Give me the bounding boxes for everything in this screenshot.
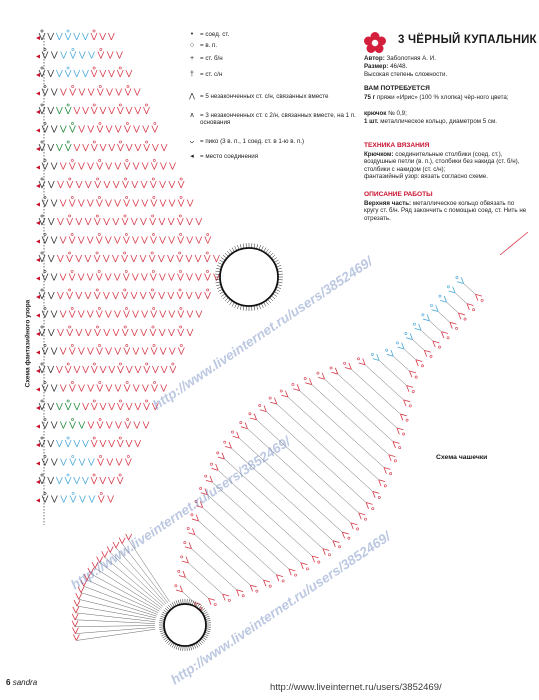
- double-crochet-icon: †: [190, 71, 194, 78]
- fantasy-pattern-chart: [36, 29, 220, 525]
- page-title: 3 ЧЁРНЫЙ КУПАЛЬНИК: [398, 34, 537, 46]
- materials-ring: 1 шт. металлическое кольцо, диаметром 5 …: [364, 118, 497, 125]
- page-number: 6 sandra: [6, 678, 38, 687]
- flower-logo-icon: [364, 32, 386, 53]
- watermark-footer: http://www.liveinternet.ru/users/3852469…: [270, 682, 442, 693]
- ring-circles: [159, 243, 283, 651]
- slip-stitch-icon: •: [190, 31, 194, 38]
- description-text: Верхняя часть: металлическое кольцо обвя…: [364, 200, 527, 222]
- cluster-5-icon: ⋀: [189, 93, 195, 100]
- materials-hook: крючок № 0,9;: [364, 110, 407, 117]
- legend-item: ○= в. п.: [190, 42, 217, 49]
- legend-item: ᴗ= пико (3 в. п., 1 соед. ст. в 1-ю в. п…: [190, 138, 304, 145]
- technique-text: Крючком: соединительные столбики (соед. …: [364, 151, 520, 181]
- single-crochet-icon: +: [189, 55, 195, 62]
- materials-yarn: 75 г пряжи «Ирис» (100 % хлопка) чёр-ног…: [364, 94, 509, 101]
- technique-heading: ТЕХНИКА ВЯЗАНИЯ: [364, 142, 430, 149]
- legend-item: ∧= 3 незаконченных ст. с 2/н, связанных …: [189, 112, 358, 126]
- chain-icon: ○: [189, 42, 195, 49]
- legend-item: †= ст. с/н: [190, 71, 222, 78]
- cluster-3-icon: ∧: [189, 112, 195, 119]
- join-arrow-icon: ◂: [190, 153, 194, 160]
- picot-icon: ᴗ: [190, 138, 194, 145]
- legend-item: •= соед. ст.: [191, 31, 230, 38]
- legend-item: += ст. б/н: [190, 55, 223, 62]
- legend-item: ⋀= 5 незаконченных ст. с/н, связанных вм…: [189, 93, 328, 100]
- cup-scheme-label: Схема чашечки: [436, 454, 488, 461]
- legend-item: ◂= место соединения: [190, 153, 258, 160]
- cup-chart: [71, 231, 529, 641]
- description-heading: ОПИСАНИЕ РАБОТЫ: [364, 191, 433, 198]
- author-line: Автор: Заболотняя А. И.: [364, 55, 436, 62]
- difficulty-line: Высокая степень сложности.: [364, 71, 448, 78]
- materials-heading: ВАМ ПОТРЕБУЕТСЯ: [364, 85, 430, 92]
- size-line: Размер: 46/48.: [364, 63, 408, 70]
- pattern-scheme-label: Схема фантазийного узора: [24, 299, 32, 388]
